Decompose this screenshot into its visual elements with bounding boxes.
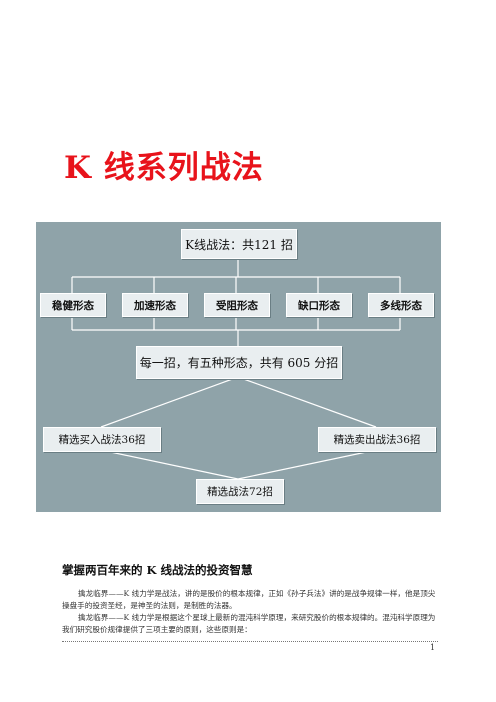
page-number: 1	[430, 643, 436, 652]
form-box-multiline: 多线形态	[368, 293, 434, 317]
total-strategies-box: K线战法：共121 招	[181, 229, 297, 259]
form-box-gap: 缺口形态	[286, 293, 352, 317]
form-box-blocked: 受阻形态	[204, 293, 270, 317]
diagram-connectors	[71, 257, 401, 480]
kline-strategy-diagram: K线战法：共121 招 稳健形态 加速形态 受阻形态 缺口形态 多线形态 每一招…	[36, 222, 441, 512]
paragraph-1: 擒龙临界——K 线力学是战法，讲的是股价的根本规律，正如《孙子兵法》讲的是战争规…	[62, 589, 436, 610]
selected-strategies-box: 精选战法72招	[196, 479, 284, 504]
dotted-divider	[62, 641, 438, 642]
form-box-stable: 稳健形态	[40, 293, 106, 317]
paragraph-2: 擒龙临界——K 线力学是根据这个星球上最新的混沌科学原理，来研究股价的根本规律的…	[62, 613, 436, 634]
buy-strategies-box: 精选买入战法36招	[43, 427, 161, 452]
form-box-accelerate: 加速形态	[122, 293, 188, 317]
sell-strategies-box: 精选卖出战法36招	[318, 427, 436, 452]
five-forms-box: 每一招，有五种形态，共有 605 分招	[136, 346, 342, 379]
document-title: K 线系列战法	[64, 150, 264, 186]
section-heading: 掌握两百年来的 K 线战法的投资智慧	[62, 563, 253, 577]
